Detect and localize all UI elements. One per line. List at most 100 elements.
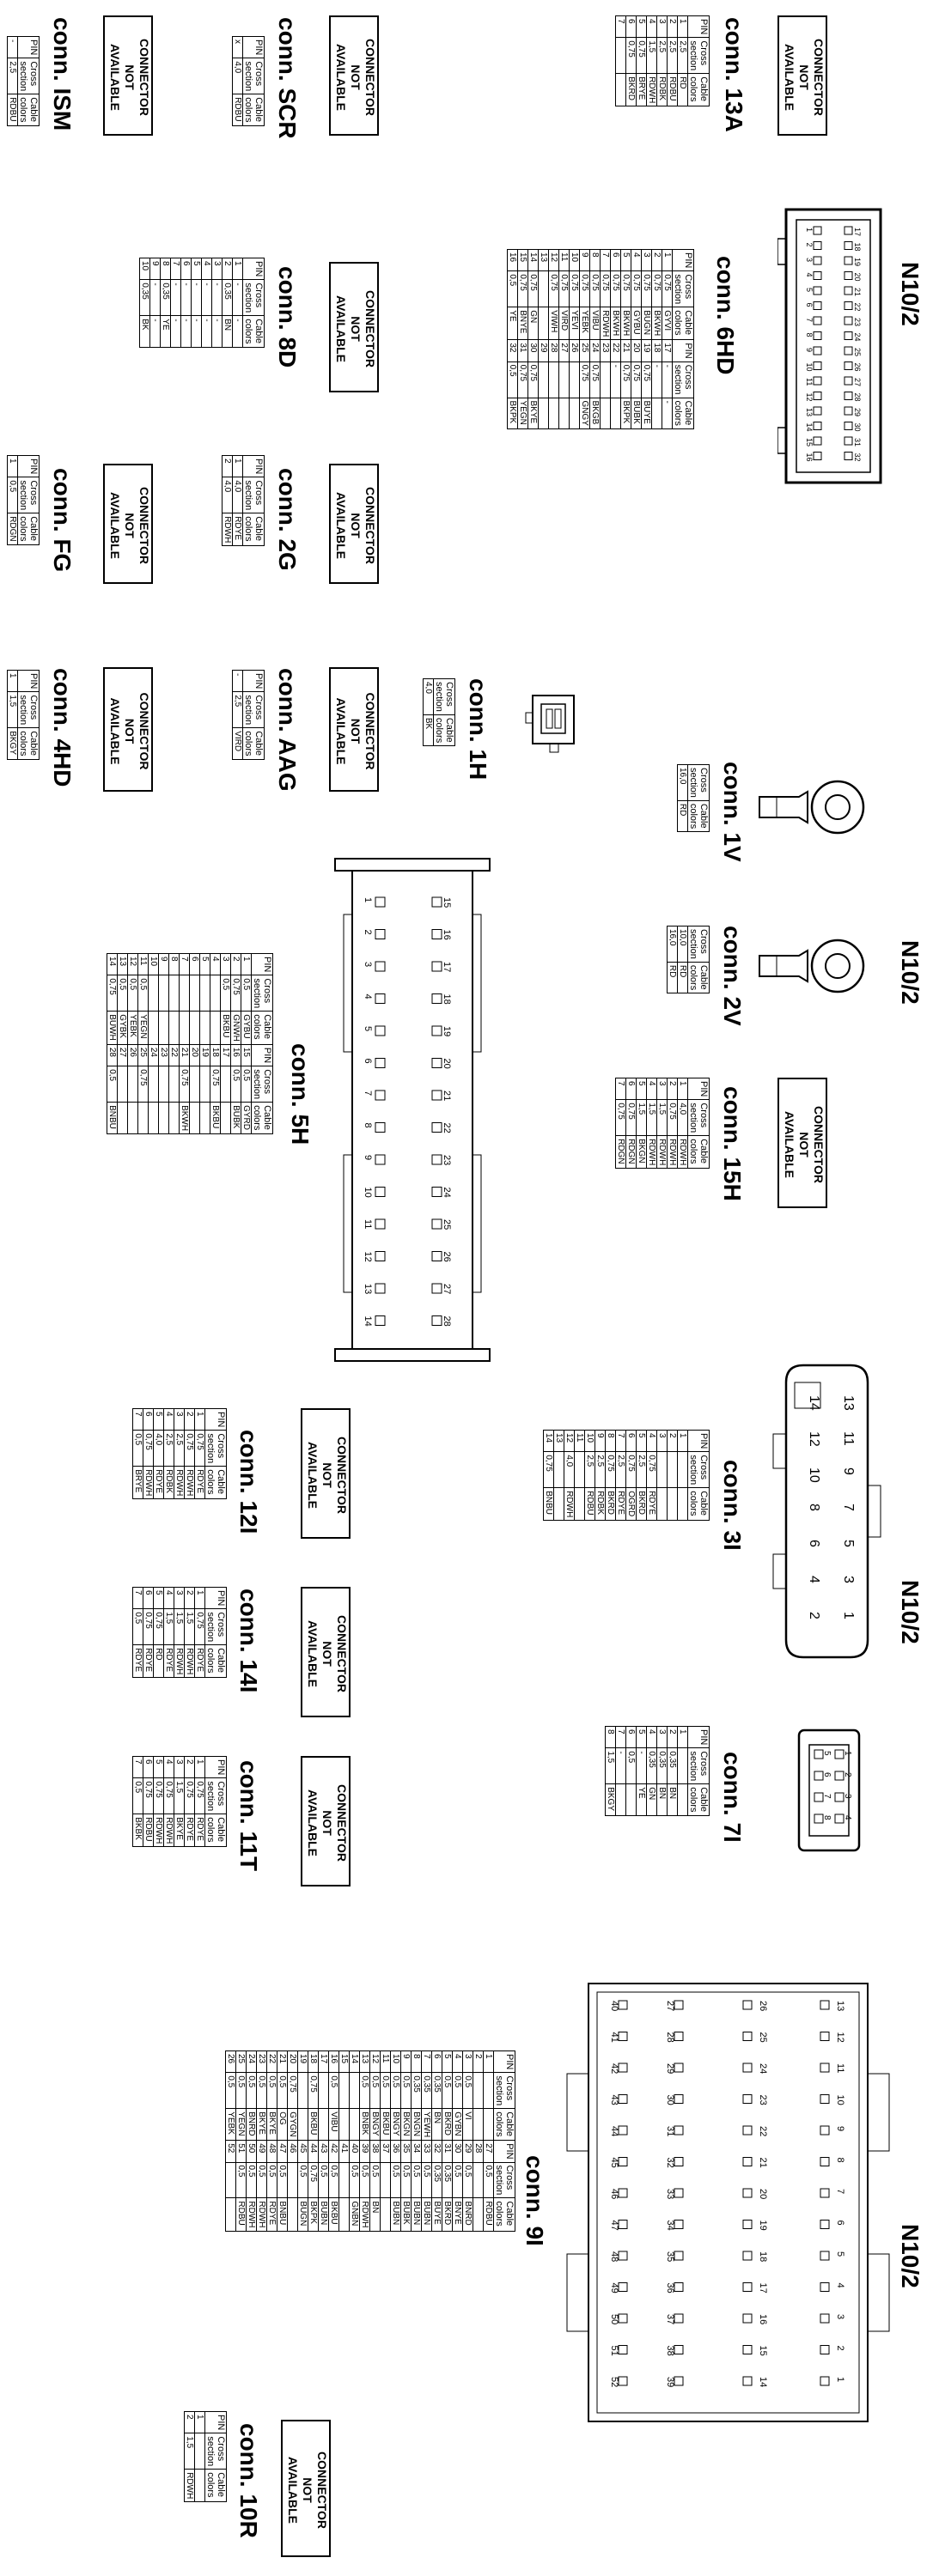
table-cell bbox=[225, 2162, 236, 2198]
table-cell: VI bbox=[462, 2108, 473, 2141]
table-cell: 23 bbox=[256, 2050, 267, 2073]
na-text: CONNECTOR bbox=[363, 39, 378, 116]
header-text: Cross bbox=[504, 2165, 515, 2190]
na-text: AVAILABLE bbox=[286, 2456, 301, 2524]
table-cell: BKWH bbox=[620, 307, 631, 340]
header-text: Cable bbox=[683, 310, 693, 335]
table-cell: 6 bbox=[189, 953, 200, 975]
pin-number: 12 bbox=[835, 2032, 845, 2043]
title-SCR: conn. SCR bbox=[274, 17, 301, 139]
pin-28-15 bbox=[431, 896, 442, 908]
pin-52-6 bbox=[820, 2220, 830, 2229]
table-cell: BNBK bbox=[359, 2108, 370, 2141]
pin-28-7 bbox=[375, 1090, 386, 1101]
pin-number: 6 bbox=[822, 1772, 832, 1777]
pin-52-39 bbox=[674, 2376, 684, 2386]
table-cell: YE bbox=[507, 307, 518, 340]
table-cell: 13 bbox=[359, 2050, 370, 2073]
header-text: Cross bbox=[216, 1612, 226, 1637]
table-cell bbox=[117, 1102, 128, 1134]
table-cell bbox=[179, 1011, 190, 1045]
header-text: Cable bbox=[683, 400, 693, 426]
pin-52-35 bbox=[674, 2251, 684, 2261]
table-cell: RD bbox=[667, 962, 678, 993]
table-cell: 0,5 bbox=[7, 477, 18, 513]
pin-number: 1 bbox=[363, 897, 373, 902]
table-cell: YE bbox=[636, 1783, 647, 1816]
header-text: Cross bbox=[698, 1455, 709, 1480]
table-cell: 0,5 bbox=[328, 2162, 339, 2198]
table-cell: 8 bbox=[605, 1726, 616, 1748]
table-cell: 3 bbox=[656, 1430, 668, 1452]
na-text: NOT bbox=[123, 718, 137, 744]
table-cell: GYBN bbox=[452, 2108, 463, 2141]
pin-32-25 bbox=[844, 346, 853, 355]
table-cell bbox=[297, 2072, 308, 2109]
pin-number: 10 bbox=[807, 1467, 821, 1483]
table-cell: BNRD bbox=[246, 2108, 257, 2141]
pin-header-text: PIN bbox=[253, 673, 264, 690]
pin-number: 32 bbox=[853, 453, 862, 462]
table-cell: 1 bbox=[483, 2050, 494, 2073]
table-cell: 4,0 bbox=[232, 58, 243, 94]
header-text: section bbox=[673, 364, 683, 395]
table-cell: BKRD bbox=[636, 1487, 647, 1521]
table-cell: 0,75 bbox=[646, 1451, 657, 1488]
table-cell: 4 bbox=[163, 1756, 174, 1778]
table-cell: RDWH bbox=[184, 1644, 195, 1678]
table-cell: 4,0 bbox=[153, 1430, 164, 1467]
pin-number: 7 bbox=[822, 1794, 832, 1799]
pin-number: 8 bbox=[805, 333, 814, 337]
pin-32-12 bbox=[813, 392, 822, 400]
na-text: CONNECTOR bbox=[137, 487, 152, 564]
pin-number: 25 bbox=[758, 2032, 768, 2043]
pin-header: PIN bbox=[493, 2140, 515, 2163]
table-cell: 0,75 bbox=[641, 270, 652, 307]
pin-header: PIN bbox=[242, 455, 265, 477]
pin-52-15 bbox=[742, 2345, 753, 2354]
table-cell: 0,75 bbox=[605, 1451, 616, 1488]
table-cell: 3 bbox=[174, 1587, 185, 1609]
table-cell: 0,75 bbox=[610, 270, 621, 307]
header-text: colors bbox=[18, 97, 28, 123]
table-cell: RDWH bbox=[256, 2197, 267, 2232]
pin-number: 32 bbox=[665, 2158, 675, 2168]
table-cell bbox=[473, 2108, 484, 2141]
table-row: 7-- bbox=[170, 258, 181, 348]
table-cell: 6 bbox=[610, 249, 621, 271]
table-cell: 0,75 bbox=[210, 1066, 221, 1103]
table-cell: BNYE bbox=[517, 307, 528, 340]
pin-number: 23 bbox=[853, 318, 862, 326]
header-text: Cross bbox=[262, 1069, 272, 1094]
table-cell: 47 bbox=[277, 2140, 288, 2163]
table-cell: 4 bbox=[201, 258, 212, 280]
table-cell: 20 bbox=[631, 339, 642, 362]
table-cell: GYVI bbox=[662, 307, 673, 340]
pin-number: 15 bbox=[442, 897, 452, 908]
pin-header: PIN bbox=[204, 1756, 227, 1778]
table-cell: 0,75 bbox=[107, 975, 118, 1012]
table-cell: 6 bbox=[143, 1587, 154, 1609]
table-cell: 0,35 bbox=[646, 1747, 657, 1784]
pin-52-13 bbox=[820, 2000, 830, 2010]
header-text: Cross bbox=[216, 2436, 226, 2462]
table-row: 5-YE bbox=[636, 1726, 647, 1816]
pin-number: 5 bbox=[363, 1026, 373, 1031]
